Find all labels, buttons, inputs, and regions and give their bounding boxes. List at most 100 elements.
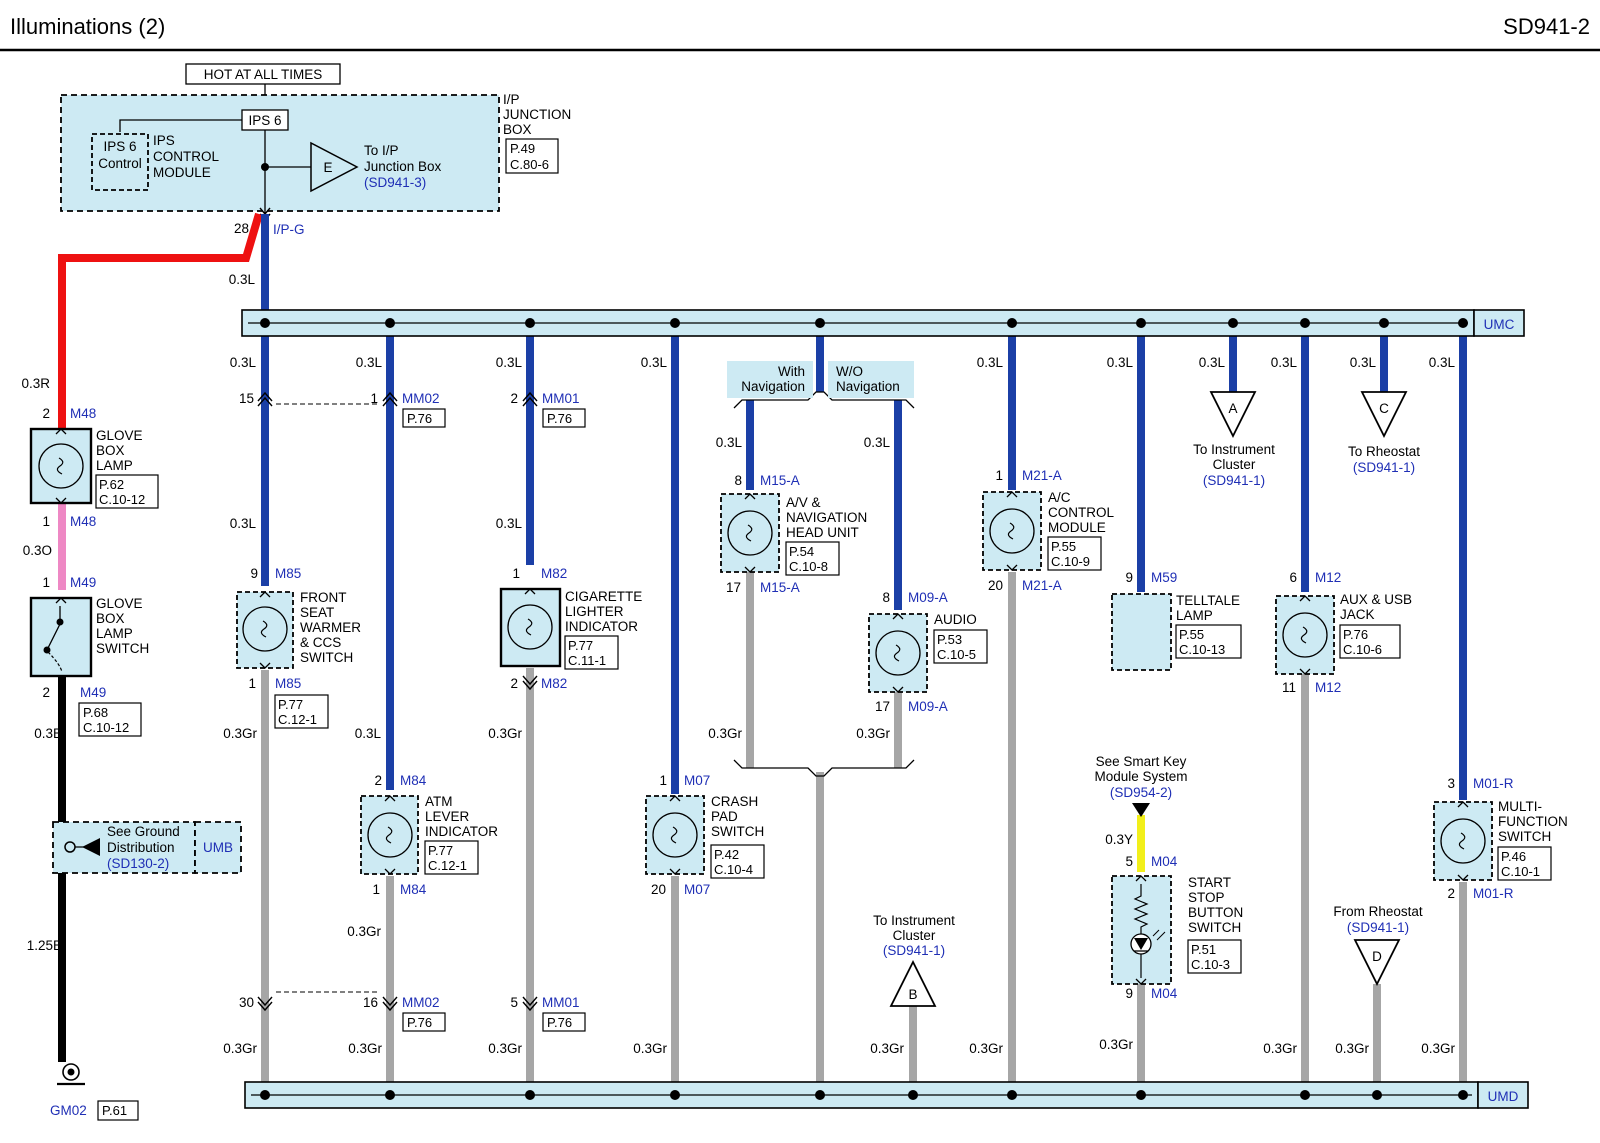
cig-wire-1: 0.3L	[496, 355, 523, 370]
smartkey-line1: See Smart Key	[1096, 754, 1187, 769]
nav-branch-lines	[733, 391, 915, 777]
aux-ref-conn: C.10-6	[1343, 642, 1382, 657]
glove-wire-black: 0.3B	[34, 726, 62, 741]
glove-lamp-line1: GLOVE	[96, 428, 143, 443]
startstop-name-2: STOP	[1188, 890, 1225, 905]
bus-junction-dots	[260, 318, 1468, 1100]
with-nav-line1: With	[778, 364, 805, 379]
bus-umd: UMD	[244, 1081, 1529, 1109]
av-ref-page: P.54	[789, 544, 814, 559]
aux-conn-bot: M12	[1315, 680, 1341, 695]
telltale-name-1: TELLTALE	[1176, 593, 1240, 608]
ac-conn-bot: M21-A	[1022, 578, 1062, 593]
audio-pin-17: 17	[875, 699, 890, 714]
atm-mm-pin: 1	[370, 391, 378, 406]
glove-switch-ref-page: P.68	[83, 705, 108, 720]
startstop-pin-5: 5	[1125, 854, 1133, 869]
aux-conn-top: M12	[1315, 570, 1341, 585]
ac-name-3: MODULE	[1048, 520, 1106, 535]
ips6-control-line1: IPS 6	[103, 139, 136, 154]
atm-name-3: INDICATOR	[425, 824, 498, 839]
ac-ref-page: P.55	[1051, 539, 1076, 554]
audio-wire-2: 0.3Gr	[856, 726, 890, 741]
ips6-control-line2: Control	[98, 156, 142, 171]
seat-name-2: SEAT	[300, 605, 334, 620]
ac-name-2: CONTROL	[1048, 505, 1114, 520]
multi-conn-top: M01-R	[1473, 776, 1514, 791]
to-jbox-line2: Junction Box	[364, 159, 442, 174]
telltale-name-2: LAMP	[1176, 608, 1213, 623]
to-cluster-b: To Instrument Cluster (SD941-1) B 0.3Gr	[870, 913, 955, 1056]
startstop-wire-2: 0.3Gr	[1099, 1037, 1133, 1052]
av-conn-top: M15-A	[760, 473, 800, 488]
startstop-ref-conn: C.10-3	[1191, 957, 1230, 972]
cig-conn-m82-top: M82	[541, 566, 567, 581]
glove-lamp-line2: BOX	[96, 443, 125, 458]
from-rheostat-d: From Rheostat (SD941-1) D 0.3Gr	[1333, 904, 1423, 1056]
glove-switch-ref-conn: C.10-12	[83, 720, 129, 735]
smartkey-wire: 0.3Y	[1105, 832, 1133, 847]
ground-conn-umb: UMB	[203, 840, 233, 855]
start-stop-circuit: See Smart Key Module System (SD954-2) 0.…	[1094, 754, 1243, 1052]
seat-pin-9: 9	[250, 566, 258, 581]
cig-mm2-ref: P.76	[547, 1015, 572, 1030]
av-name-1: A/V &	[786, 495, 821, 510]
glove-lamp-line3: LAMP	[96, 458, 133, 473]
av-conn-bot: M15-A	[760, 580, 800, 595]
conn-ip-g: I/P-G	[273, 222, 305, 237]
seat-wire-4: 0.3Gr	[223, 1041, 257, 1056]
cigarette-lighter-circuit: 0.3L 2 MM01 P.76 0.3L 1 M82 CIGARETTE LI…	[488, 355, 642, 1056]
atm-wire-2: 0.3L	[355, 726, 382, 741]
multi-name-2: FUNCTION	[1498, 814, 1568, 829]
cig-mm-pin: 2	[510, 391, 518, 406]
aux-wire-2: 0.3Gr	[1263, 1041, 1297, 1056]
crash-ref-page: P.42	[714, 847, 739, 862]
crash-name-1: CRASH	[711, 794, 758, 809]
crash-pin-20: 20	[651, 882, 666, 897]
seat-mm-pin: 15	[239, 391, 254, 406]
ac-ref-conn: C.10-9	[1051, 554, 1090, 569]
av-pin-8: 8	[734, 473, 742, 488]
cig-name-3: INDICATOR	[565, 619, 638, 634]
rheo-d-text: From Rheostat	[1333, 904, 1423, 919]
aux-wire-1: 0.3L	[1271, 355, 1298, 370]
seat-warmer-circuit: 0.3L 15 0.3L 9 M85 FRONT SEAT WARMER & C…	[223, 355, 378, 1056]
cluster-a-ref: (SD941-1)	[1203, 473, 1265, 488]
seat-name-5: SWITCH	[300, 650, 353, 665]
glove-lamp-ref-conn: C.10-12	[99, 492, 145, 507]
multi-ref-conn: C.10-1	[1501, 864, 1540, 879]
startstop-conn-top: M04	[1151, 854, 1178, 869]
multi-function-circuit: 0.3L 3 M01-R MULTI- FUNCTION SWITCH P.46…	[1421, 355, 1568, 1056]
startstop-name-3: BUTTON	[1188, 905, 1243, 920]
atm-ref-page: P.77	[428, 843, 453, 858]
glove-box-circuit: 0.3R 2 M48 GLOVE BOX LAMP P.62 C.10-12 1…	[21, 376, 242, 1121]
av-name-2: NAVIGATION	[786, 510, 867, 525]
seat-name-4: & CCS	[300, 635, 341, 650]
atm-pin-2: 2	[374, 773, 382, 788]
pin-28: 28	[234, 221, 249, 236]
startstop-conn-bot: M04	[1151, 986, 1178, 1001]
connector-e-label: E	[323, 160, 332, 175]
ips-module-line2: CONTROL	[153, 149, 219, 164]
ac-wire-1: 0.3L	[977, 355, 1004, 370]
jbox-line2: JUNCTION	[503, 107, 571, 122]
ac-pin-1: 1	[995, 468, 1003, 483]
ground-conn-gm02: GM02	[50, 1103, 87, 1118]
atm-mm2-ref: P.76	[407, 1015, 432, 1030]
glove-switch-line1: GLOVE	[96, 596, 143, 611]
cluster-b-ref: (SD941-1)	[883, 943, 945, 958]
crash-name-3: SWITCH	[711, 824, 764, 839]
crash-wire-1: 0.3L	[641, 355, 668, 370]
ip-junction-box: HOT AT ALL TIMES IPS 6 IPS 6 Control IPS…	[60, 63, 571, 287]
multi-pin-3: 3	[1447, 776, 1455, 791]
glove-switch-line3: LAMP	[96, 626, 133, 641]
page-code: SD941-2	[1503, 14, 1590, 39]
seat-name-1: FRONT	[300, 590, 347, 605]
cluster-a-conn: A	[1228, 401, 1237, 416]
aux-usb-circuit: 0.3L 6 M12 AUX & USB JACK P.76 C.10-6 11…	[1263, 355, 1412, 1056]
with-nav-line2: Navigation	[741, 379, 805, 394]
glove-wire-red: 0.3R	[21, 376, 50, 391]
telltale-wire: 0.3L	[1107, 355, 1134, 370]
